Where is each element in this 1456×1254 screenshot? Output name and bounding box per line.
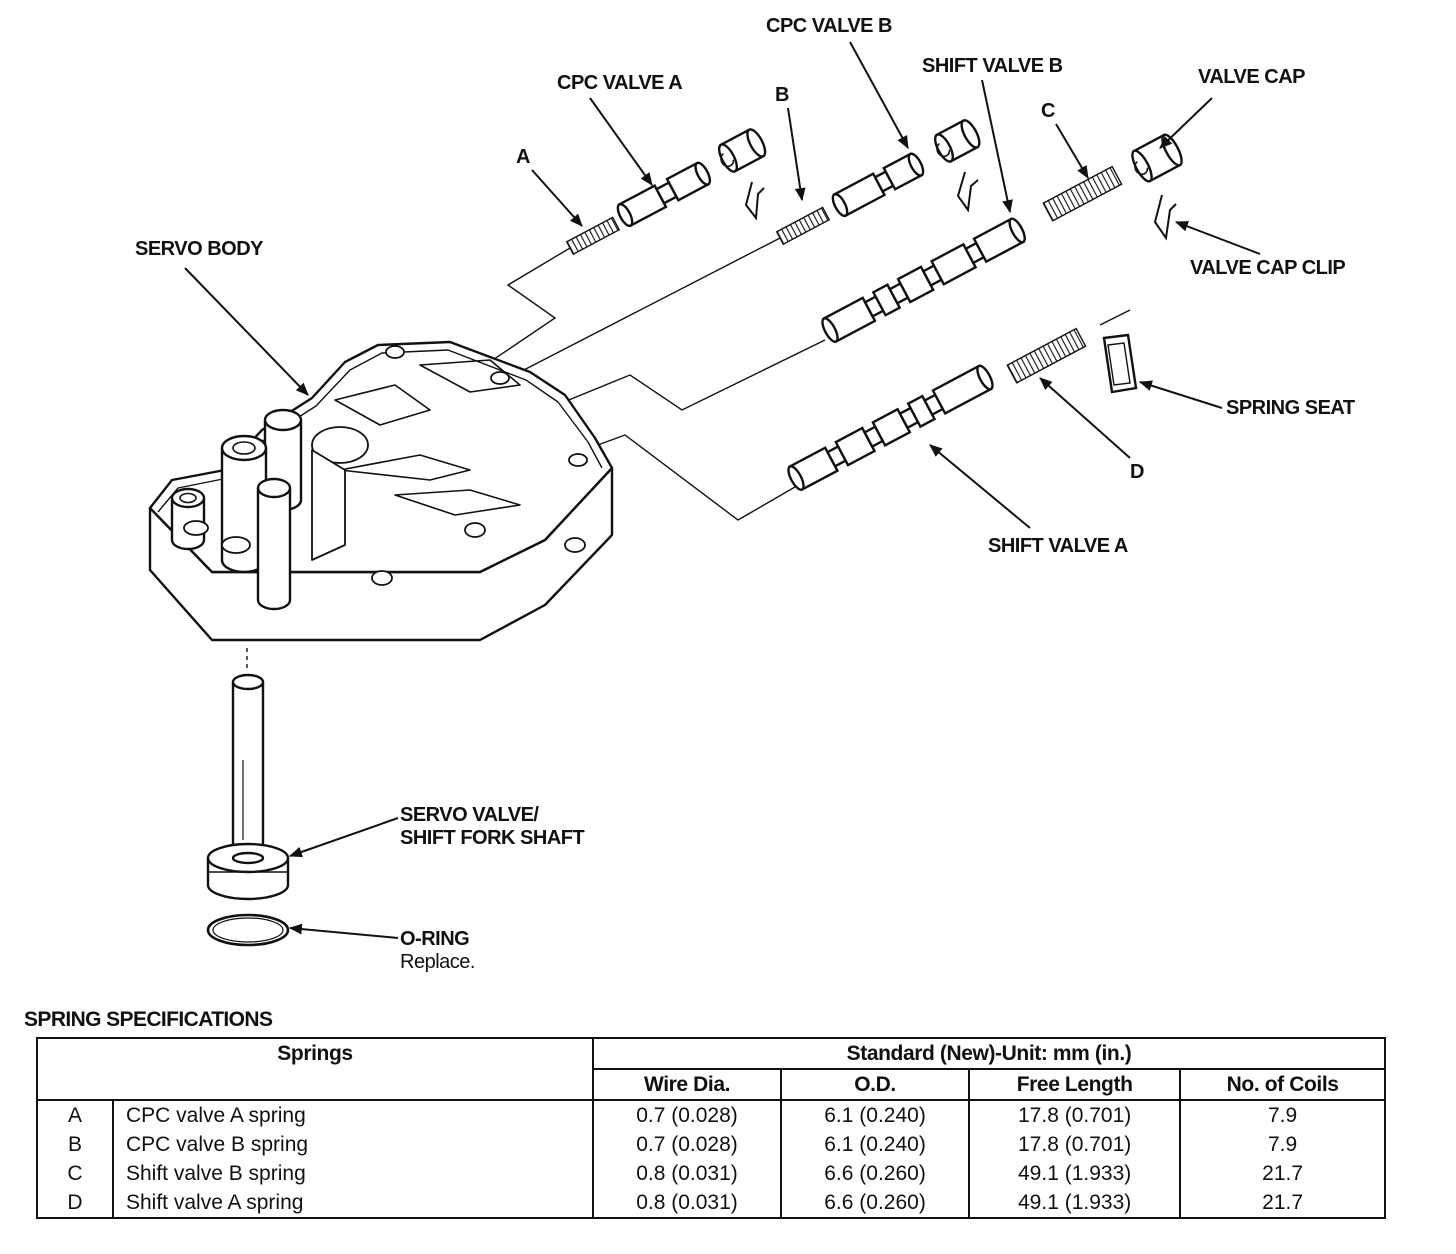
row-name: Shift valve A spring — [113, 1188, 594, 1219]
row-length: 17.8 (0.701) — [969, 1130, 1182, 1159]
col-od: O.D. — [781, 1069, 971, 1101]
spring-c — [1042, 165, 1123, 222]
label-b: B — [775, 84, 789, 106]
row-coils: 21.7 — [1180, 1188, 1386, 1219]
label-o-ring: O-RING — [400, 928, 470, 950]
spring-b — [775, 206, 831, 246]
standard-header: Standard (New)-Unit: mm (in.) — [593, 1037, 1386, 1070]
valve-cap — [1131, 133, 1183, 183]
spring-d — [1006, 327, 1087, 384]
valve-cap-clip — [1153, 194, 1177, 241]
label-a: A — [516, 146, 530, 168]
col-wire-dia: Wire Dia. — [593, 1069, 783, 1101]
o-ring — [206, 913, 290, 947]
label-d: D — [1130, 461, 1144, 483]
spec-title: SPRING SPECIFICATIONS — [24, 1008, 273, 1031]
row-coils: 21.7 — [1180, 1159, 1386, 1188]
table-row: C Shift valve B spring 0.8 (0.031) 6.6 (… — [36, 1159, 1386, 1188]
cap-2 — [933, 119, 981, 163]
label-o-ring-note: Replace. — [400, 951, 475, 973]
row-wire: 0.8 (0.031) — [593, 1188, 783, 1219]
label-servo-body: SERVO BODY — [135, 238, 264, 260]
callout-arrows — [184, 41, 1261, 939]
row-length: 17.8 (0.701) — [969, 1100, 1182, 1130]
label-servo-valve: SERVO VALVE/ — [400, 804, 539, 826]
label-valve-cap-clip: VALVE CAP CLIP — [1190, 257, 1346, 279]
row-od: 6.6 (0.260) — [781, 1159, 971, 1188]
label-valve-cap: VALVE CAP — [1198, 66, 1306, 88]
row-od: 6.6 (0.260) — [781, 1188, 971, 1219]
row-length: 49.1 (1.933) — [969, 1188, 1182, 1219]
row-key: A — [36, 1100, 114, 1130]
row-name: CPC valve A spring — [113, 1100, 594, 1130]
cpc-valve-b — [831, 152, 925, 218]
col-free-length: Free Length — [969, 1069, 1182, 1101]
clip-2 — [956, 171, 979, 213]
label-spring-seat: SPRING SEAT — [1226, 397, 1355, 419]
clip-1 — [744, 181, 765, 221]
cap-1 — [717, 128, 767, 173]
servo-valve-shaft — [206, 648, 290, 901]
table-row: B CPC valve B spring 0.7 (0.028) 6.1 (0.… — [36, 1130, 1386, 1159]
servo-body — [148, 340, 614, 642]
row-key: B — [36, 1130, 114, 1159]
row-name: CPC valve B spring — [113, 1130, 594, 1159]
row-wire: 0.7 (0.028) — [593, 1100, 783, 1130]
row-key: D — [36, 1188, 114, 1219]
row-od: 6.1 (0.240) — [781, 1130, 971, 1159]
label-shift-valve-b: SHIFT VALVE B — [922, 55, 1063, 77]
row-wire: 0.7 (0.028) — [593, 1130, 783, 1159]
spring-seat — [1102, 333, 1138, 394]
row-coils: 7.9 — [1180, 1130, 1386, 1159]
col-no-of-coils: No. of Coils — [1180, 1069, 1386, 1101]
row-coils: 7.9 — [1180, 1100, 1386, 1130]
label-cpc-valve-b: CPC VALVE B — [766, 15, 893, 37]
label-shift-valve-a: SHIFT VALVE A — [988, 535, 1128, 557]
spring-a — [565, 216, 621, 256]
shift-valve-b — [821, 217, 1026, 344]
label-c: C — [1041, 100, 1055, 122]
row-name: Shift valve B spring — [113, 1159, 594, 1188]
shift-valve-a — [787, 364, 994, 492]
spring-spec-table: Springs Standard (New)-Unit: mm (in.) Wi… — [36, 1037, 1386, 1219]
table-subheader-row: Wire Dia. O.D. Free Length No. of Coils — [37, 1069, 1386, 1101]
row-key: C — [36, 1159, 114, 1188]
label-cpc-valve-a: CPC VALVE A — [557, 72, 683, 94]
label-shift-fork-shaft: SHIFT FORK SHAFT — [400, 827, 585, 849]
table-header-row: Springs Standard (New)-Unit: mm (in.) — [36, 1037, 1386, 1101]
row-length: 49.1 (1.933) — [969, 1159, 1182, 1188]
cpc-valve-a — [616, 161, 712, 228]
springs-header: Springs — [36, 1037, 594, 1101]
row-wire: 0.8 (0.031) — [593, 1159, 783, 1188]
table-row: D Shift valve A spring 0.8 (0.031) 6.6 (… — [36, 1188, 1386, 1219]
table-row: A CPC valve A spring 0.7 (0.028) 6.1 (0.… — [36, 1100, 1386, 1130]
row-od: 6.1 (0.240) — [781, 1100, 971, 1130]
exploded-view-diagram — [148, 41, 1261, 947]
